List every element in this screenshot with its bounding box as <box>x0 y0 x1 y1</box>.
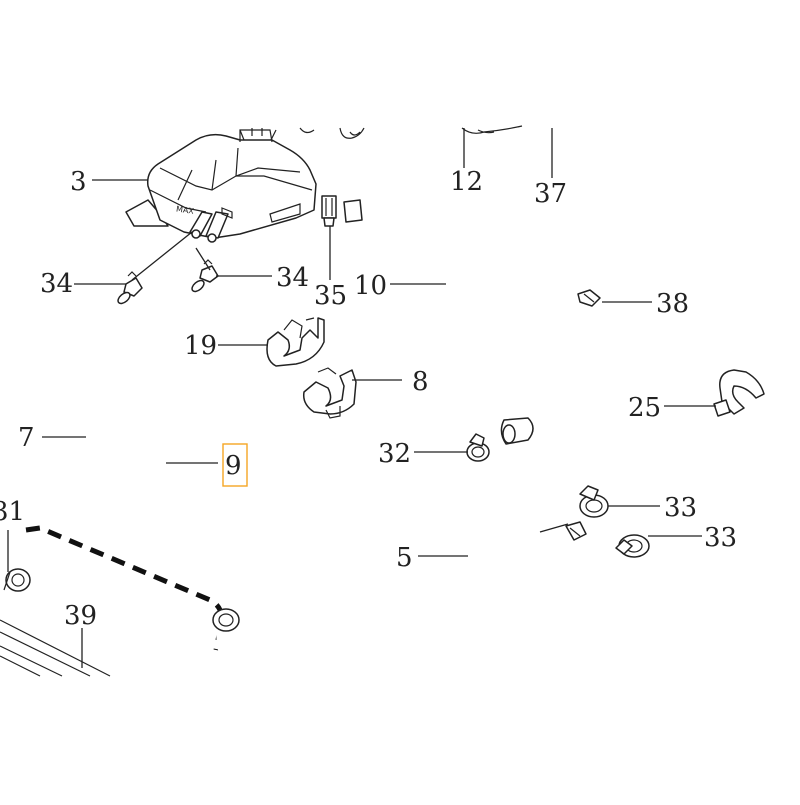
callout-31: 31 <box>0 497 25 527</box>
hose-right <box>640 558 678 686</box>
hose-7 <box>77 291 386 676</box>
callout-10: 10 <box>354 271 387 301</box>
expansion-tank: MAX <box>125 128 317 243</box>
callout-33-upper: 33 <box>664 493 697 523</box>
clamp-33-lower <box>615 534 650 558</box>
callout-9-highlight <box>222 443 248 487</box>
callout-37: 37 <box>534 179 567 209</box>
callout-19: 19 <box>184 331 217 361</box>
leader-lines <box>7 128 716 668</box>
callout-9: 9 <box>225 451 242 481</box>
bottom-blank-area <box>0 677 800 800</box>
callout-34-right: 34 <box>276 263 309 293</box>
clamp-34-right <box>199 259 219 283</box>
callout-34-left: 34 <box>40 269 73 299</box>
hose-10 <box>343 199 534 445</box>
connector-35 <box>321 195 337 227</box>
hose-9 <box>141 279 546 629</box>
top-partial-parts <box>239 125 523 143</box>
callout-3: 3 <box>70 167 87 197</box>
callout-7: 7 <box>18 423 35 453</box>
callout-5: 5 <box>396 543 413 573</box>
bracket-19 <box>266 317 325 367</box>
callout-labels: 3 12 37 34 34 35 10 38 19 8 7 25 32 9 31… <box>0 167 737 631</box>
clamp-34-left <box>123 271 143 297</box>
callout-38: 38 <box>656 289 689 319</box>
callout-35: 35 <box>314 281 347 311</box>
hose-end-lower <box>212 608 254 686</box>
reservoir-max-mark: MAX <box>175 204 194 215</box>
clamp-33-upper <box>579 485 609 518</box>
callout-12: 12 <box>450 167 483 197</box>
radiator-39 <box>0 568 111 677</box>
hose-5 <box>466 520 587 686</box>
dashed-hose-route <box>25 525 225 651</box>
bracket-8 <box>302 367 357 419</box>
clamp-32 <box>466 433 490 462</box>
callout-32: 32 <box>378 439 411 469</box>
callout-8: 8 <box>412 367 429 397</box>
clip-38 <box>577 289 601 307</box>
callout-39: 39 <box>64 601 97 631</box>
clamp-25 <box>713 369 765 417</box>
callout-25: 25 <box>628 393 661 423</box>
callout-33-lower: 33 <box>704 523 737 553</box>
